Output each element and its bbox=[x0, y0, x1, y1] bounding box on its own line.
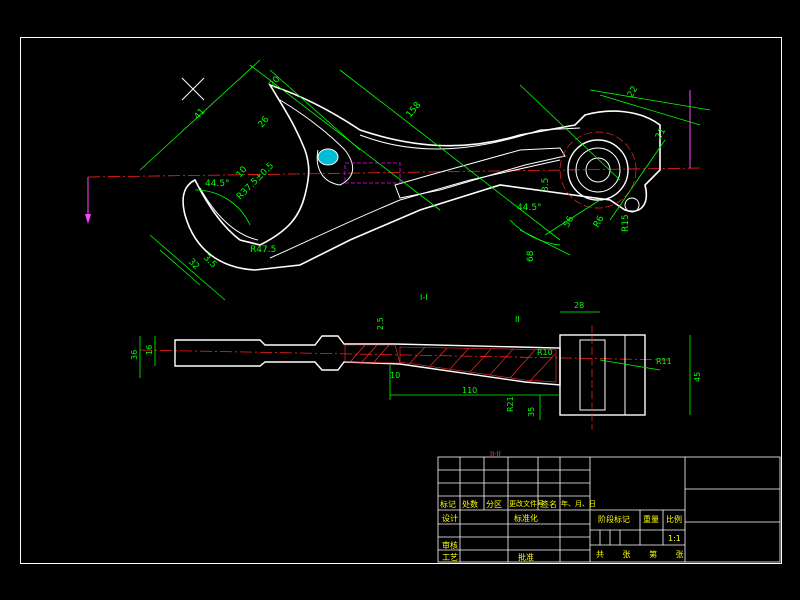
dim-b-45: 45 bbox=[693, 372, 702, 382]
hub-arc-dim bbox=[559, 131, 637, 209]
hub-block bbox=[559, 334, 646, 416]
dim-3-5: 3.5 bbox=[201, 253, 218, 270]
hub-bore bbox=[579, 339, 606, 411]
title-block bbox=[437, 456, 781, 563]
section-arrowhead-left bbox=[85, 214, 91, 224]
dim-angle-left: 44.5° bbox=[205, 179, 230, 189]
dim-b-36: 36 bbox=[130, 350, 139, 360]
tb-label-standard: 标准化 bbox=[514, 514, 538, 523]
dim-22: 22 bbox=[626, 85, 640, 100]
dim-b-35: 35 bbox=[527, 407, 536, 417]
tb-view-label: II-II bbox=[490, 450, 501, 458]
dim-68: 68 bbox=[526, 250, 536, 262]
tb-label-design: 设计 bbox=[442, 514, 458, 523]
tb-label-mark: 标记 bbox=[440, 500, 456, 509]
dim-10: 10 bbox=[235, 165, 250, 180]
dim-b-r10: R10 bbox=[537, 348, 553, 357]
tb-label-stage: 阶段标记 bbox=[598, 515, 630, 524]
dimension-lines-bottom bbox=[139, 311, 691, 420]
hatch-lines bbox=[349, 344, 556, 382]
dimension-texts-bottom: 36 16 2.5 10 110 28 R10 R11 R21 45 35 bbox=[130, 301, 702, 417]
hub-mid bbox=[575, 147, 621, 193]
dim-b-28: 28 bbox=[574, 301, 584, 310]
dim-158: 158 bbox=[405, 100, 424, 120]
rod-hatch bbox=[344, 344, 557, 383]
cross-mark bbox=[181, 77, 205, 101]
tb-label-scale: 比例 bbox=[666, 515, 682, 524]
dim-b-r21: R21 bbox=[506, 396, 515, 412]
dim-26: 26 bbox=[257, 115, 272, 130]
centerline-main bbox=[87, 167, 701, 178]
tb-label-process: 工艺 bbox=[442, 553, 458, 562]
dim-32: 32 bbox=[186, 257, 201, 272]
tb-label-sign: 签名 bbox=[541, 500, 557, 509]
centerline-bottom bbox=[139, 349, 671, 361]
rod-outline bbox=[174, 335, 561, 386]
dim-b-2-5: 2.5 bbox=[376, 317, 385, 330]
dim-r47: R47.5 bbox=[250, 245, 276, 255]
bottom-view: 36 16 2.5 10 110 28 R10 R11 R21 45 35 II bbox=[130, 301, 702, 430]
view-label: II bbox=[515, 315, 520, 324]
dim-b-10: 10 bbox=[390, 371, 400, 380]
dim-angle-right: 44.5° bbox=[517, 203, 542, 213]
small-hole bbox=[624, 197, 640, 213]
dim-3-5b: 3.5 bbox=[541, 178, 551, 192]
drawing-border bbox=[20, 37, 782, 564]
fork-outline-inner bbox=[199, 99, 561, 259]
tb-label-zone: 分区 bbox=[486, 500, 502, 509]
dim-r15: R15 bbox=[621, 214, 631, 232]
tb-label-review: 审核 bbox=[442, 541, 458, 550]
fork-outline-outer bbox=[182, 83, 661, 271]
section-label: I-I bbox=[420, 293, 428, 302]
dim-21: 21 bbox=[654, 127, 668, 142]
arm-upper-edge bbox=[359, 127, 581, 150]
tb-label-weight: 重量 bbox=[643, 515, 659, 524]
dimension-lines-top bbox=[139, 59, 711, 301]
hub-outer bbox=[567, 139, 629, 201]
arm-slot bbox=[394, 147, 566, 199]
hidden-slot bbox=[344, 162, 401, 184]
tb-label-count: 处数 bbox=[462, 500, 478, 509]
tb-scale-value: 1:1 bbox=[668, 534, 681, 543]
dim-r6: R6 bbox=[592, 214, 607, 230]
top-view: 41 26 20 10 R37.5±0.5 44.5° R47.5 3.5 32… bbox=[85, 59, 711, 302]
pin-section bbox=[317, 148, 339, 166]
tb-label-date: 年、月、日 bbox=[561, 500, 596, 508]
dim-b-16: 16 bbox=[145, 345, 154, 355]
dimension-texts-top: 41 26 20 10 R37.5±0.5 44.5° R47.5 3.5 32… bbox=[186, 75, 668, 273]
tb-label-sheets: 共 张 第 张 bbox=[596, 550, 692, 559]
dim-b-110: 110 bbox=[462, 386, 477, 395]
tb-label-approve: 批准 bbox=[518, 553, 534, 562]
dim-b-r11: R11 bbox=[656, 357, 672, 366]
dim-20: 20 bbox=[268, 75, 283, 90]
tb-label-change: 更改文件号 bbox=[509, 500, 544, 508]
